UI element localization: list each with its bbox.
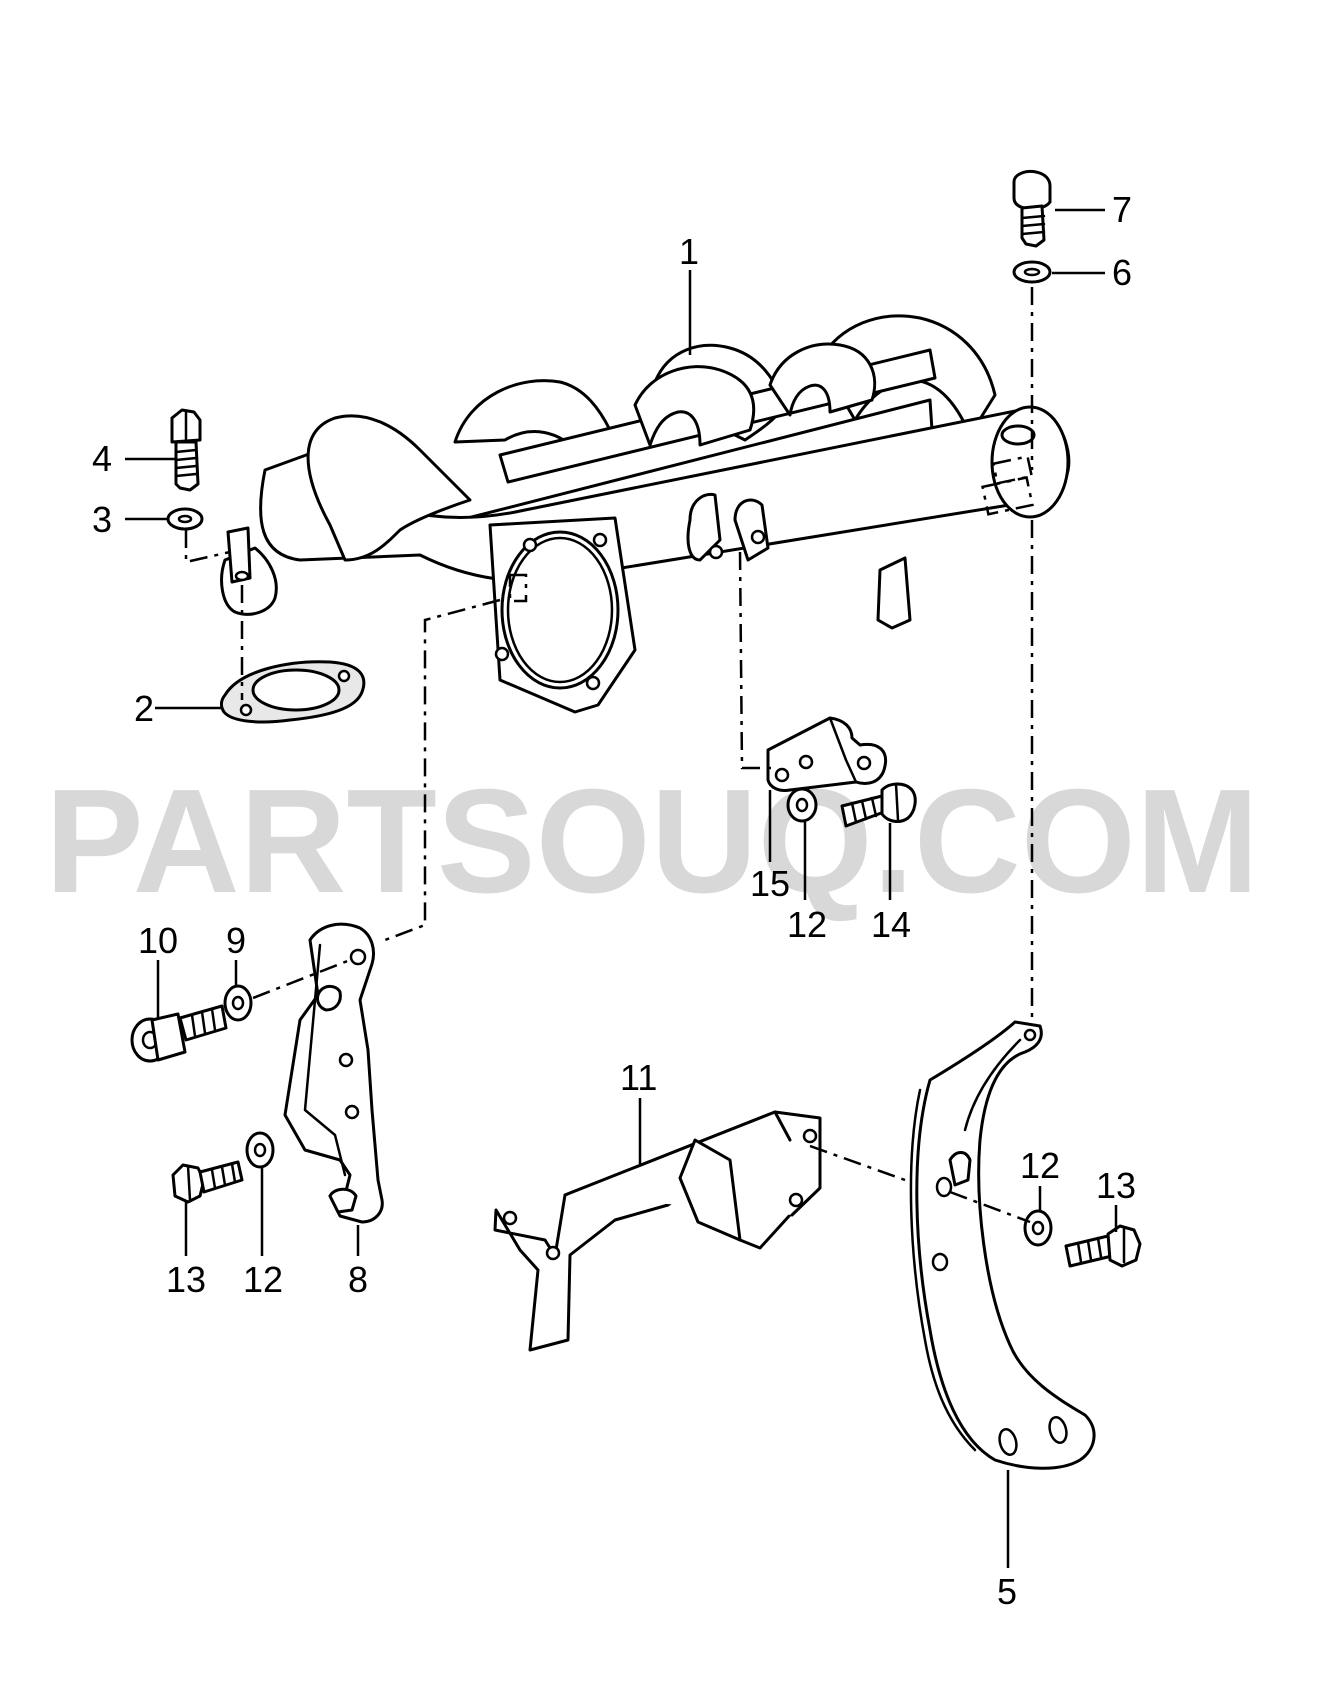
callout-11: 11 [620, 1057, 657, 1098]
callout-1: 1 [679, 231, 699, 272]
callout-12-upper: 12 [787, 904, 827, 945]
watermark-text: PARTSOUQ.COM [45, 759, 1259, 924]
hex-bolt-4 [170, 408, 202, 492]
callout-12-right: 12 [1020, 1145, 1060, 1186]
callout-10: 10 [138, 920, 178, 961]
hex-bolt-13-right [1064, 1224, 1142, 1268]
callout-13-right: 13 [1096, 1165, 1136, 1206]
callout-labels: 1 2 3 4 5 6 7 8 9 10 11 12 12 12 13 13 1… [92, 189, 1136, 1612]
washer-12-right [1023, 1209, 1053, 1247]
manifold-flange-gasket [220, 660, 366, 724]
support-bracket-5 [909, 1020, 1096, 1470]
washer-12-upper [786, 787, 818, 823]
hex-bolt-14 [840, 782, 917, 828]
callout-2: 2 [134, 688, 154, 729]
callout-9: 9 [226, 920, 246, 961]
hex-bolt-13-left [171, 1160, 244, 1204]
callout-12-left: 12 [243, 1259, 283, 1300]
washer-3 [166, 507, 204, 531]
callout-6: 6 [1112, 252, 1132, 293]
leader-lines [125, 208, 1118, 1568]
callout-3: 3 [92, 499, 112, 540]
washer-12-left [245, 1131, 275, 1169]
socket-bolt-10 [130, 1004, 228, 1063]
callout-5: 5 [997, 1571, 1017, 1612]
bracket-11 [493, 1110, 822, 1352]
washer-9 [223, 984, 253, 1022]
callout-13-left: 13 [166, 1259, 206, 1300]
intake-manifold [220, 314, 1071, 714]
callout-14: 14 [871, 904, 911, 945]
washer-6 [1012, 260, 1052, 284]
assembly-dash-lines [184, 287, 1034, 1224]
callout-8: 8 [348, 1259, 368, 1300]
callout-4: 4 [92, 438, 112, 479]
bracket-15 [766, 716, 887, 792]
callout-7: 7 [1112, 189, 1132, 230]
socket-bolt-7 [1012, 170, 1052, 248]
bracket-8 [283, 922, 384, 1224]
callout-15: 15 [750, 863, 790, 904]
